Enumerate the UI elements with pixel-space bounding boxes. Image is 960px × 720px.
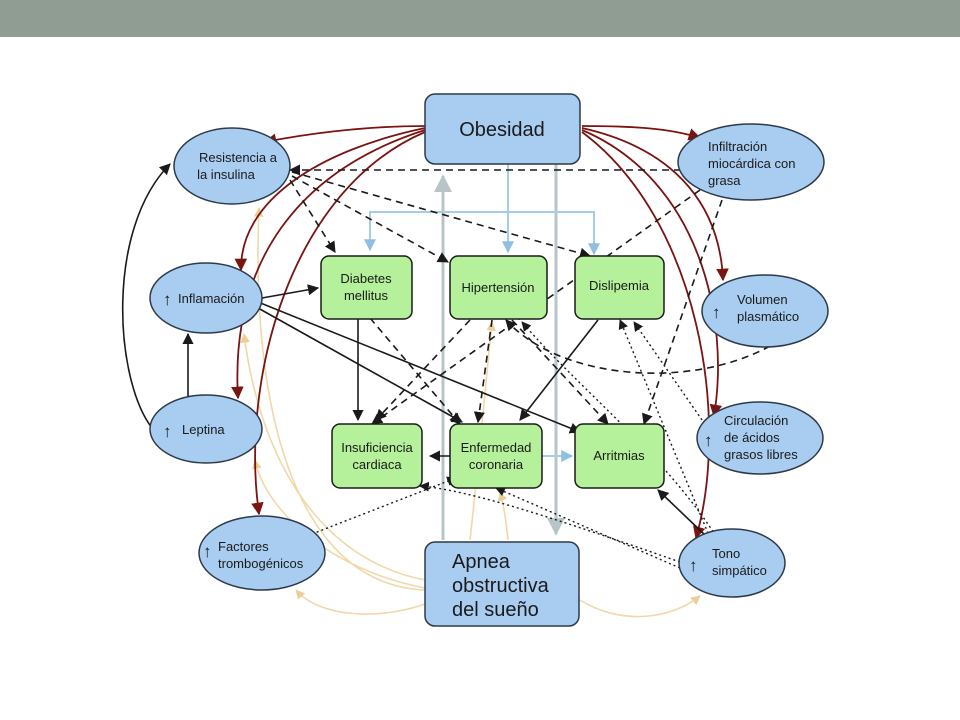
arrow-obesidad-to-circulacion [581, 129, 723, 418]
node-diabetes: Diabetes mellitus [320, 255, 413, 320]
arrow-hipertension-to-enfermedad [473, 319, 493, 424]
node-diabetes-label-1: Diabetes [340, 271, 392, 286]
arrow-obesidad-to-tono [581, 131, 710, 540]
node-factores-label-1: Factores [218, 539, 269, 554]
arrow-apnea-to-enfermedad [497, 491, 509, 541]
node-arritmias-label: Arritmias [593, 448, 645, 463]
increase-arrow-icon: ↑ [203, 542, 212, 561]
arrow-apnea-to-tono [579, 595, 701, 618]
node-volumen-label-2: plasmático [737, 309, 799, 324]
arrow-resistencia-to-diabetes [289, 179, 336, 253]
node-diabetes-label-2: mellitus [344, 288, 389, 303]
arrow-hipertension-to-arritmias [511, 319, 609, 425]
node-insuficiencia-label-1: Insuficiencia [341, 440, 413, 455]
node-enfermedad-label-1: Enfermedad [461, 440, 532, 455]
node-leptina: ↑ Leptina [149, 394, 263, 464]
increase-arrow-icon: ↑ [712, 303, 721, 322]
arrow-inflamacion-to-arritmias [257, 301, 582, 434]
node-circulacion-label-2: de ácidos [724, 430, 780, 445]
arrow-diabetes-to-enfermedad [369, 317, 461, 425]
node-apnea-label-1: Apnea [452, 551, 511, 573]
arrow-tono-to-enfermedad [495, 487, 681, 569]
node-resistencia: Resistencia a la insulina [173, 127, 291, 205]
node-arritmias: Arritmias [574, 423, 665, 489]
arrow-volumen-to-hipertension [505, 319, 771, 374]
node-hipertension: Hipertensión [449, 255, 548, 320]
arrow-obesidad-branch-dislipemia [508, 211, 600, 256]
arrow-obesidad-to-infiltracion [581, 125, 702, 141]
arrow-infiltracion-to-arritmias [642, 199, 723, 426]
arrow-inflamacion-to-diabetes [261, 284, 320, 299]
node-infiltracion-label-1: Infiltración [708, 139, 767, 154]
node-hipertension-label: Hipertensión [462, 280, 535, 295]
increase-arrow-icon: ↑ [163, 422, 172, 441]
black-dotted-arrows [311, 319, 717, 569]
arrow-factores-to-enfermedad [311, 476, 457, 535]
arrow-tono-to-dislipemia [618, 319, 711, 539]
arrow-apnea-to-factores [295, 589, 426, 615]
node-tono-label-1: Tono [712, 546, 740, 561]
node-dislipemia-label: Dislipemia [589, 278, 650, 293]
arrow-obesidad-to-leptina [231, 129, 426, 400]
arrow-obesidad-to-volumen [581, 127, 729, 282]
node-insuficiencia-label-2: cardiaca [352, 457, 402, 472]
node-volumen: ↑ Volumen plasmático [701, 274, 829, 348]
arrow-obesidad-to-inflamacion [234, 127, 426, 272]
node-tono: ↑ Tono simpático [678, 528, 786, 598]
increase-arrow-icon: ↑ [704, 431, 713, 450]
node-circulacion-label-3: grasos libres [724, 447, 798, 462]
node-circulacion-label-1: Circulación [724, 413, 788, 428]
arrow-resistencia-to-hipertension [291, 175, 449, 263]
node-inflamacion: ↑ Inflamación [149, 262, 263, 334]
gray-arrows [434, 164, 565, 540]
node-obesidad-label: Obesidad [459, 119, 545, 141]
node-resistencia-label-2: la insulina [197, 167, 256, 182]
node-apnea-label-3: del sueño [452, 599, 539, 621]
light-blue-arrows [364, 164, 600, 462]
arrow-tono-to-insuficiencia [419, 481, 681, 563]
arrow-hipertension-to-insuficiencia [375, 319, 471, 421]
node-apnea-label-2: obstructiva [452, 575, 550, 597]
arrow-leptina-to-resistencia [121, 163, 171, 429]
node-dislipemia: Dislipemia [574, 255, 665, 320]
node-circulacion: ↑ Circulación de ácidos grasos libres [696, 401, 824, 475]
arrow-tono-to-arritmias [657, 489, 707, 537]
node-enfermedad: Enfermedad coronaria [449, 423, 543, 489]
node-factores-label-2: trombogénicos [218, 556, 304, 571]
black-solid-arrows [121, 163, 707, 537]
node-factores: ↑ Factores trombogénicos [198, 515, 326, 591]
node-tono-label-2: simpático [712, 563, 767, 578]
arrow-inflamacion-to-enfermedad [257, 307, 463, 423]
node-enfermedad-label-2: coronaria [469, 457, 524, 472]
arrow-dislipemia-to-enfermedad [519, 319, 599, 421]
increase-arrow-icon: ↑ [689, 556, 698, 575]
black-dashed-arrows [288, 164, 771, 426]
node-apnea: Apnea obstructiva del sueño [424, 541, 580, 627]
header-bar [0, 0, 960, 37]
arrow-obesidad-to-resistencia [263, 125, 426, 146]
arrow-apnea-to-inflamacion [240, 333, 426, 581]
node-resistencia-label-1: Resistencia a [199, 150, 278, 165]
dark-red-arrows [231, 125, 729, 540]
node-infiltracion-label-3: grasa [708, 173, 741, 188]
increase-arrow-icon: ↑ [163, 290, 172, 309]
arrow-resistencia-to-dislipemia [291, 171, 592, 259]
node-obesidad: Obesidad [424, 93, 581, 165]
node-leptina-label: Leptina [182, 422, 225, 437]
arrow-circulacion-to-dislipemia [633, 321, 703, 421]
node-infiltracion-label-2: miocárdica con [708, 156, 795, 171]
arrow-obesidad-branch-diabetes [364, 164, 509, 252]
node-volumen-label-1: Volumen [737, 292, 788, 307]
node-insuficiencia: Insuficiencia cardiaca [331, 423, 423, 489]
node-inflamacion-label: Inflamación [178, 291, 244, 306]
node-infiltracion: Infiltración miocárdica con grasa [677, 123, 825, 201]
